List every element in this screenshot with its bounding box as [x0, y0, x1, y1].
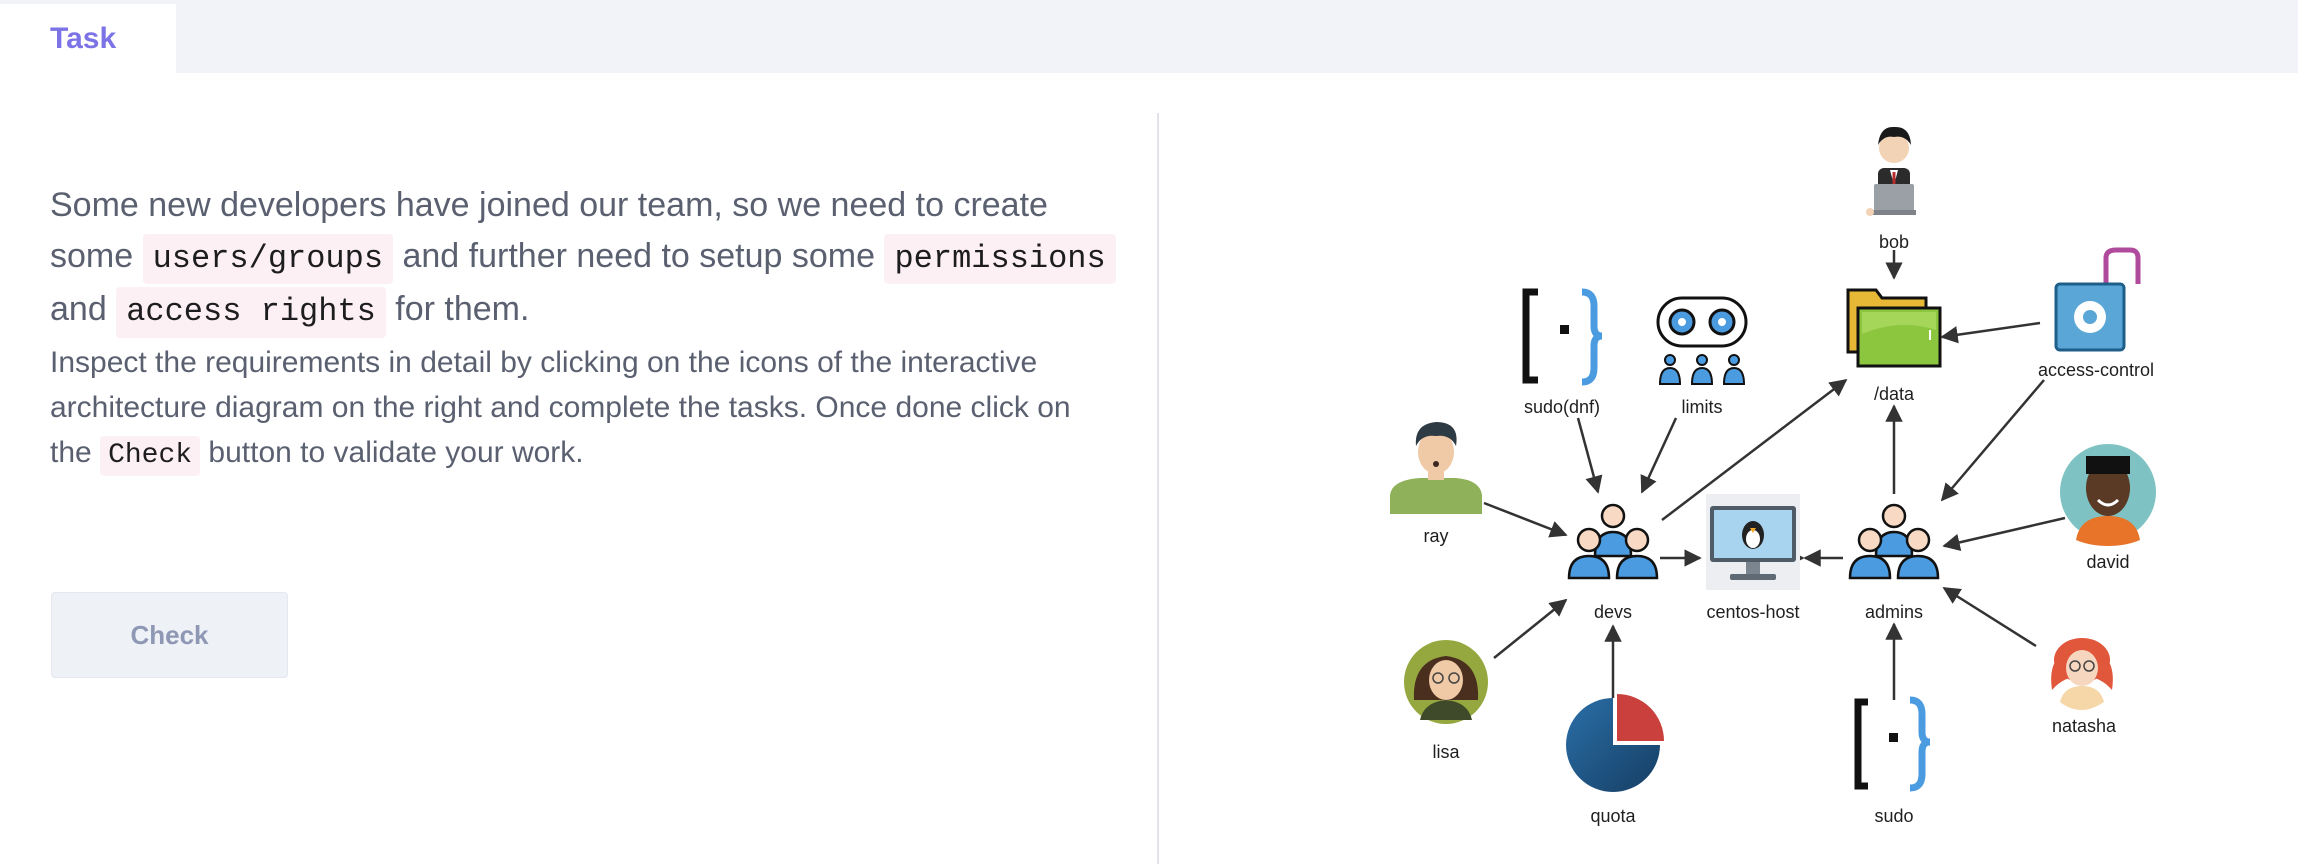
limits-icon [1656, 296, 1748, 385]
top-bar: Task [0, 0, 2298, 73]
task-instructions: Inspect the requirements in detail by cl… [50, 340, 1120, 477]
check-button[interactable]: Check [51, 592, 288, 678]
person-natasha-icon [2051, 638, 2113, 710]
task-intro: Some new developers have joined our team… [50, 180, 1120, 338]
intro-text-4: for them. [395, 290, 530, 329]
instructions-text-1: Inspect the requirements in detail by cl… [50, 345, 1071, 469]
sudo-dnf-icon [1522, 288, 1603, 386]
label-sudo-dnf: sudo(dnf) [1524, 397, 1600, 417]
panel-divider [1157, 113, 1159, 864]
access-control-icon [2054, 247, 2141, 352]
code-permissions: permissions [884, 234, 1116, 285]
intro-text-1: Some new developers have joined our team… [50, 186, 1048, 275]
diagram-arrows [1483, 250, 2066, 700]
task-panel: Some new developers have joined our team… [50, 180, 1120, 477]
label-quota: quota [1590, 806, 1636, 826]
label-lisa: lisa [1432, 742, 1460, 762]
quota-pie-icon [1566, 694, 1664, 792]
tab-task[interactable]: Task [0, 4, 176, 73]
label-limits: limits [1682, 397, 1723, 417]
node-lisa[interactable]: lisa [1404, 640, 1488, 762]
node-david[interactable]: david [2060, 444, 2156, 572]
person-ray-icon [1390, 422, 1482, 514]
node-natasha[interactable]: natasha [2051, 638, 2117, 736]
architecture-diagram: bob sudo(dnf) limits [1390, 126, 2156, 826]
centos-host-icon [1706, 494, 1800, 590]
label-david: david [2086, 552, 2129, 572]
node-quota[interactable]: quota [1566, 694, 1664, 826]
label-data: /data [1874, 384, 1915, 404]
person-lisa-icon [1404, 640, 1488, 724]
node-bob[interactable]: bob [1866, 126, 1916, 252]
label-access-control: access-control [2038, 360, 2154, 380]
group-devs-icon [1567, 503, 1659, 580]
label-devs: devs [1594, 602, 1632, 622]
node-admins[interactable]: admins [1848, 503, 1940, 622]
folder-icon [1846, 288, 1942, 368]
node-access-control[interactable]: access-control [2038, 247, 2154, 380]
label-admins: admins [1865, 602, 1923, 622]
node-limits[interactable]: limits [1656, 296, 1748, 417]
label-ray: ray [1423, 526, 1448, 546]
sudo-icon [1854, 696, 1931, 792]
intro-text-2: and further need to setup some [402, 237, 876, 275]
intro-text-3: and [50, 290, 107, 329]
code-users-groups: users/groups [142, 234, 394, 285]
group-admins-icon [1848, 503, 1940, 580]
node-data[interactable]: /data [1846, 288, 1942, 404]
instructions-text-2: button to validate your work. [208, 435, 584, 469]
person-bob-icon [1866, 126, 1916, 216]
node-ray[interactable]: ray [1390, 422, 1482, 546]
label-bob: bob [1879, 232, 1909, 252]
label-natasha: natasha [2052, 716, 2117, 736]
person-david-icon [2060, 444, 2156, 546]
node-centos-host[interactable]: centos-host [1706, 494, 1800, 622]
code-access-rights: access rights [116, 287, 386, 338]
code-check: Check [100, 435, 201, 477]
label-centos-host: centos-host [1706, 602, 1799, 622]
node-sudo[interactable]: sudo [1854, 696, 1931, 826]
label-sudo: sudo [1874, 806, 1913, 826]
node-sudo-dnf[interactable]: sudo(dnf) [1522, 288, 1603, 417]
node-devs[interactable]: devs [1567, 503, 1659, 622]
